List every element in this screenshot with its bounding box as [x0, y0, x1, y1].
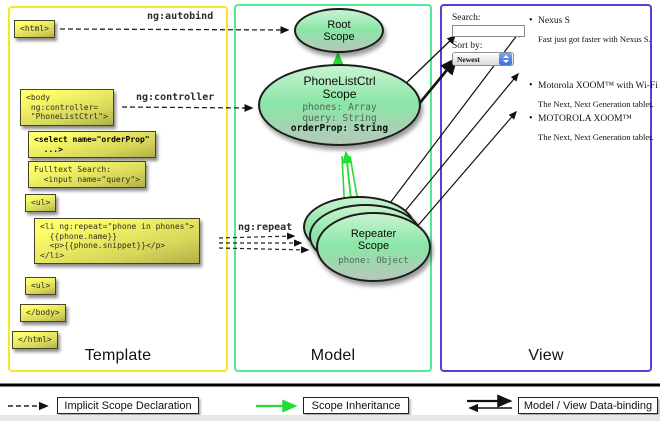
phonelistctrl-scope-props: phones: Array query: String orderProp: S…	[291, 103, 388, 135]
repeater-scope-prop: phone: Object	[338, 256, 409, 266]
search-label: Search:	[452, 13, 481, 23]
code-box-html-close: </html>	[12, 331, 58, 349]
bullet-icon: •	[529, 113, 533, 124]
template-label: Template	[84, 347, 152, 364]
view-label: View	[528, 347, 564, 364]
phone-list-item: • Nexus S Fast just got faster with Nexu…	[529, 15, 651, 44]
bottom-edge	[0, 415, 660, 421]
legend-implicit-box: Implicit Scope Declaration	[57, 397, 199, 414]
root-scope-title: Root Scope	[323, 18, 355, 43]
model-label: Model	[310, 347, 356, 364]
model-column: Model	[234, 4, 432, 372]
ng-repeat-label: ng:repeat	[238, 222, 293, 233]
code-box-fulltext: Fulltext Search: <input name="query">	[28, 161, 146, 188]
search-input[interactable]	[452, 25, 525, 37]
phone-list-item: • MOTOROLA XOOM™ The Next, Next Generati…	[529, 113, 654, 142]
code-box-li-repeat: <li ng:repeat="phone in phones"> {{phone…	[34, 218, 201, 264]
repeater-scope-title: Repeater Scope	[350, 228, 397, 252]
bullet-icon: •	[529, 80, 533, 91]
code-box-body-open: <body ng:controller= "PhoneListCtrl">	[20, 89, 114, 126]
bullet-icon: •	[529, 15, 533, 26]
phone-name: MOTOROLA XOOM™	[538, 114, 632, 124]
code-box-html-open: <html>	[14, 20, 55, 38]
legend-inheritance-box: Scope Inheritance	[303, 397, 409, 414]
code-box-select: <select name="orderProp" ...>	[28, 131, 156, 158]
phone-list-item: • Motorola XOOM™ with Wi-Fi The Next, Ne…	[529, 80, 658, 109]
ng-controller-label: ng:controller	[136, 92, 215, 103]
sort-label: Sort by:	[452, 41, 483, 51]
phone-snippet: The Next, Next Generation tablet.	[538, 132, 654, 142]
legend-databinding-box: Model / View Data-binding	[518, 397, 658, 414]
phone-name: Motorola XOOM™ with Wi-Fi	[538, 81, 658, 91]
repeater-scope-ellipse: Repeater Scope phone: Object	[316, 212, 431, 282]
sort-dropdown[interactable]: Newest	[452, 52, 514, 66]
scope-prop-query: query: String	[302, 112, 377, 124]
phone-name: Nexus S	[538, 16, 570, 26]
phone-snippet: Fast just got faster with Nexus S.	[538, 34, 651, 44]
scope-prop-orderprop: orderProp: String	[290, 123, 389, 135]
code-box-body-close: </body>	[20, 304, 66, 322]
code-box-ul-open: <ul>	[25, 194, 57, 212]
phonelistctrl-scope-ellipse: PhoneListCtrl Scope phones: Array query:…	[258, 64, 421, 146]
ng-autobind-label: ng:autobind	[147, 11, 214, 22]
scope-prop-phones: phones: Array	[302, 102, 377, 114]
root-scope-ellipse: Root Scope	[294, 8, 384, 53]
phonelistctrl-scope-title: PhoneListCtrl Scope	[303, 74, 376, 102]
phone-snippet: The Next, Next Generation tablet.	[538, 99, 654, 109]
code-box-ul-close: <ul>	[25, 277, 57, 295]
dropdown-stepper-icon	[499, 53, 512, 65]
sort-dropdown-value: Newest	[457, 54, 480, 64]
